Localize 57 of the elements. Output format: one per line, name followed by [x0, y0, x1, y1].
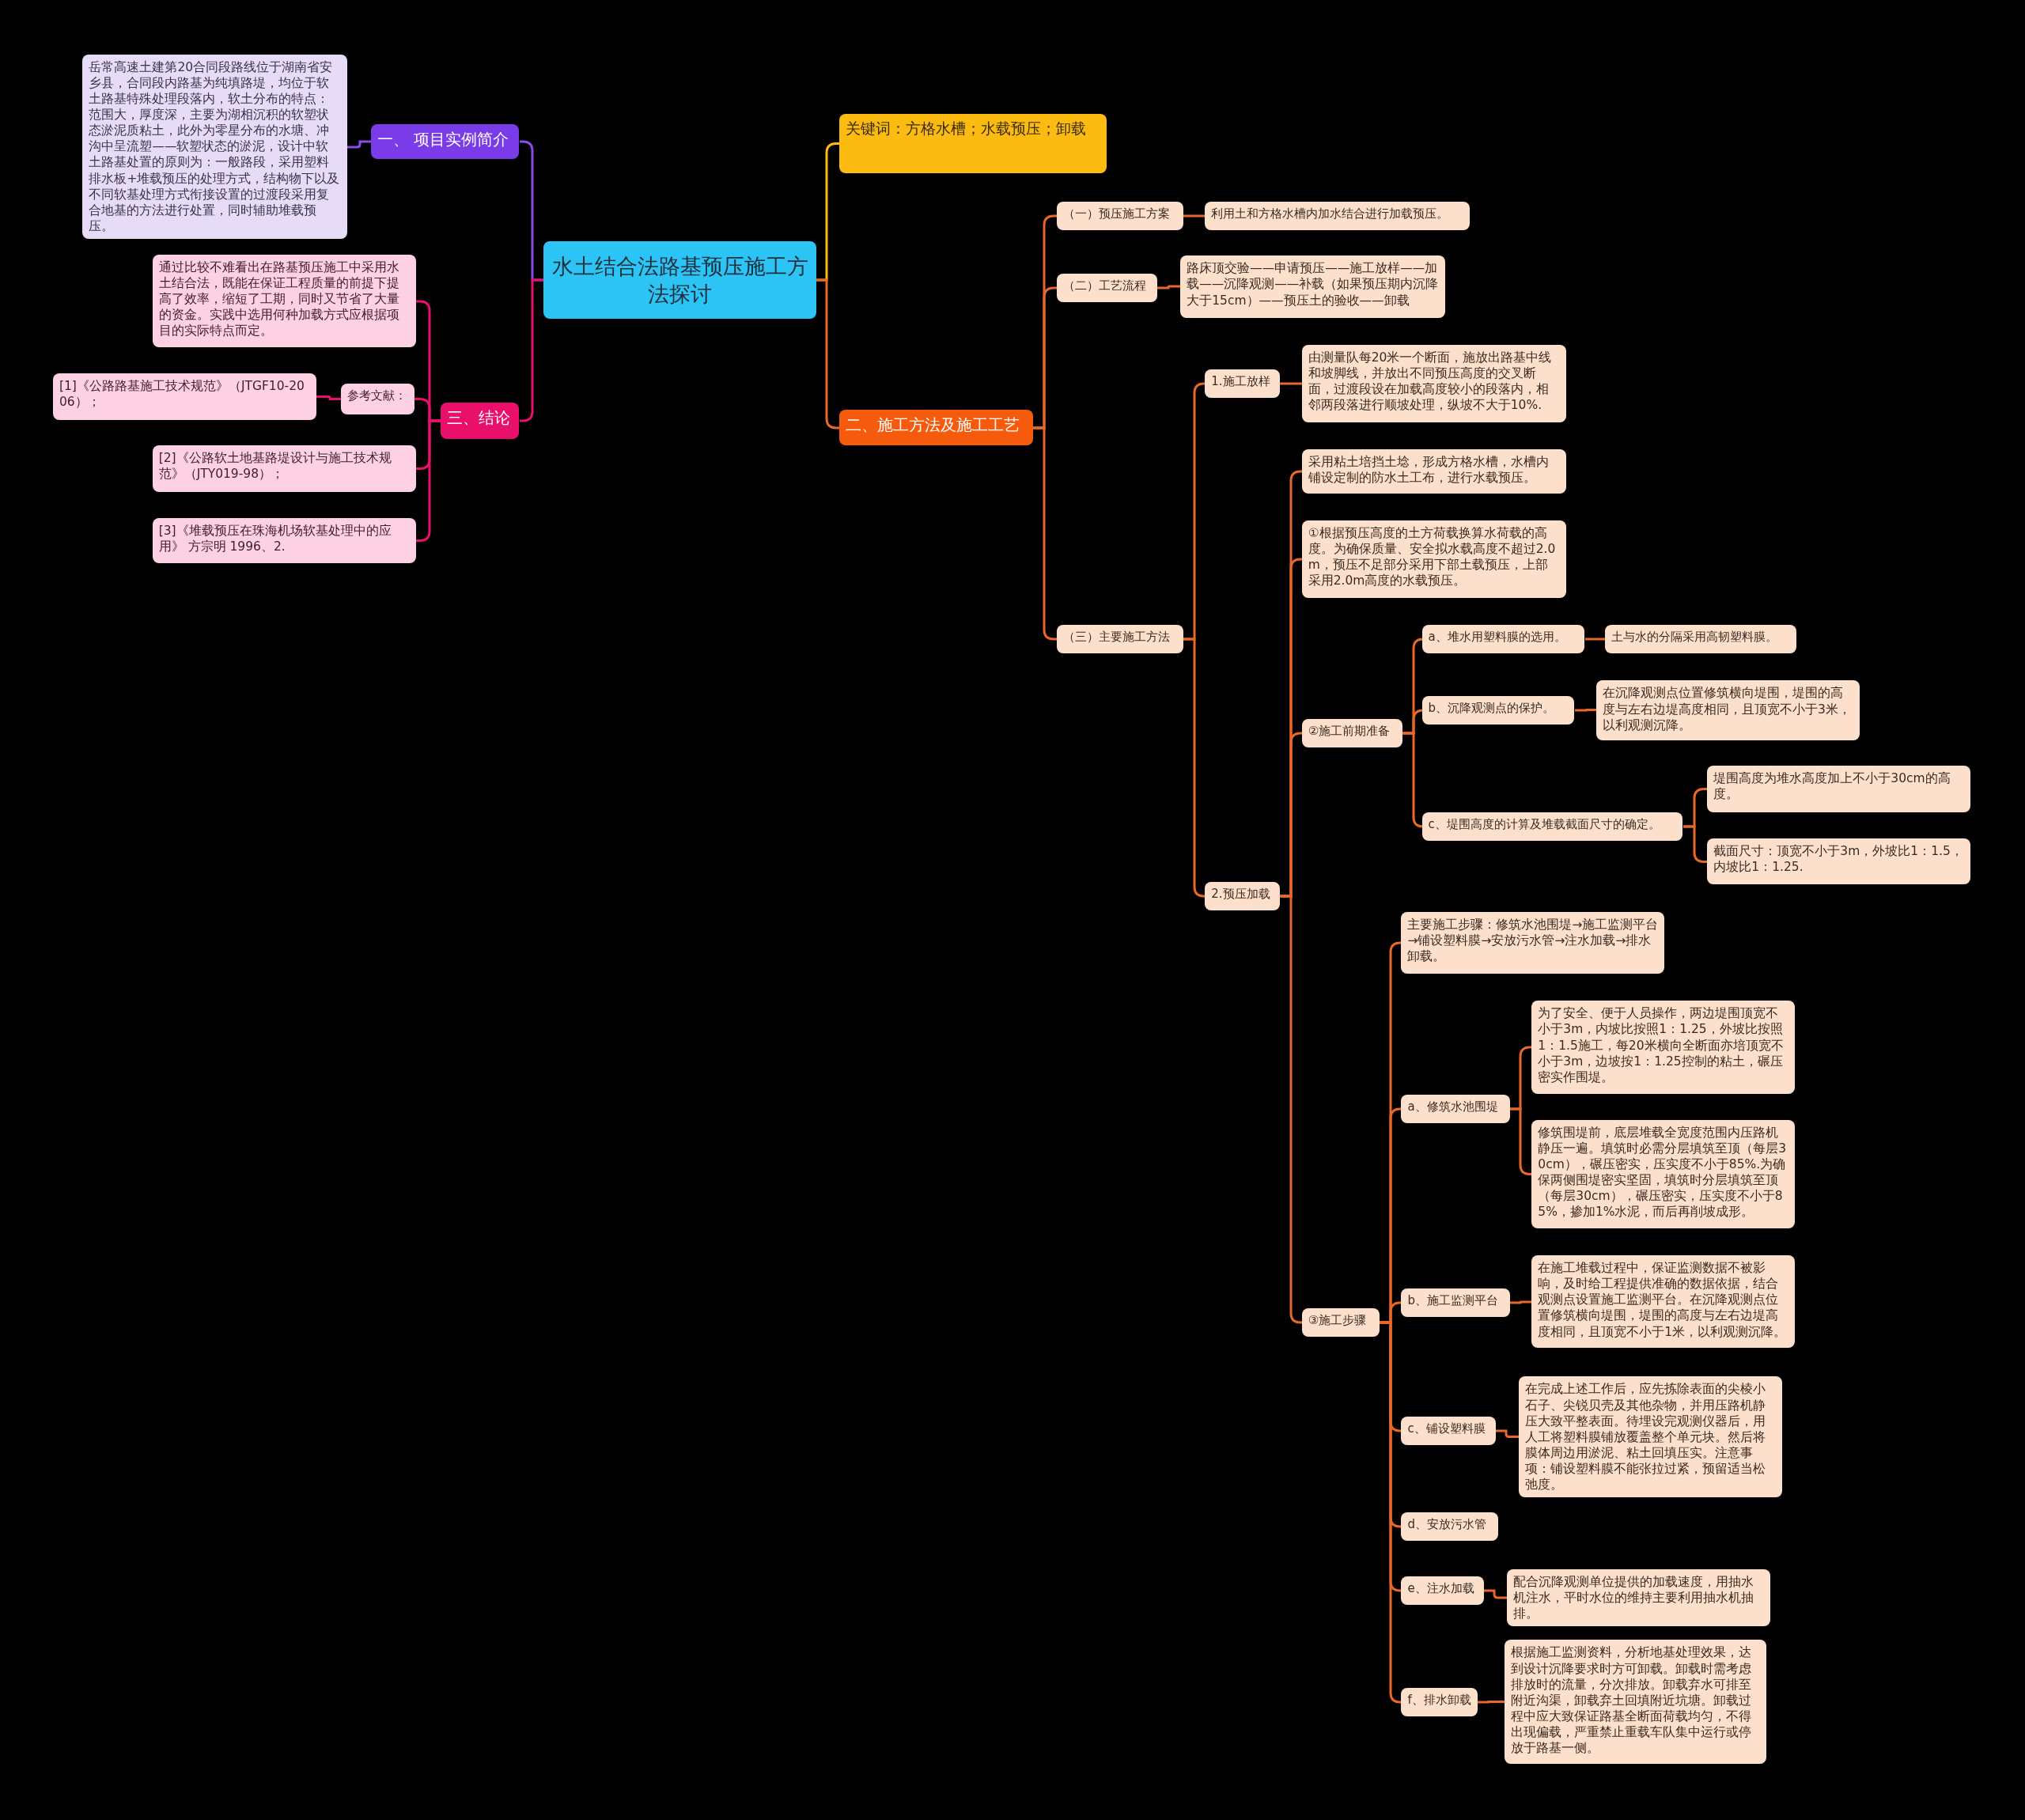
topic-box: 在完成上述工作后，应先拣除表面的尖棱小石子、尖锐贝壳及其他杂物，并用压路机静压大致平整表面。待埋设完观测仪器后，用人工将塑料膜铺放覆盖整个单元块。然后将膜体周边用淤泥、粘土回填压实。注意事项：铺设塑料膜不能张拉过紧，预留适当松弛度。 [1519, 1376, 1783, 1498]
topic-box: 路床顶交验——申请预压——施工放样——加载——沉降观测——补载（如果预压期内沉降大于15cm）——预压土的验收——卸载 [1180, 255, 1445, 318]
connector-line [347, 140, 371, 149]
topic-box: 参考文献： [341, 383, 415, 415]
topic-box: 利用土和方格水槽内加水结合进行加载预压。 [1205, 201, 1470, 230]
topic-box: 主要施工步骤：修筑水池围堤→施工监测平台→铺设塑料膜→安放污水管→注水加载→排水卸载。 [1401, 911, 1665, 974]
topic-box: 土与水的分隔采用高韧塑料膜。 [1605, 625, 1796, 654]
topic-box: 2.预压加载 [1205, 882, 1280, 910]
topic-box: 由测量队每20米一个断面，施放出路基中线和坡脚线，并放出不同预压高度的交叉断面，过渡段设在加载高度较小的段落内，相邻两段落进行顺坡处理，纵坡不大于10%. [1301, 344, 1567, 422]
connector-line [1483, 1589, 1507, 1599]
connector-line [316, 395, 341, 400]
connector-line [1183, 214, 1205, 218]
topic-box: a、堆水用塑料膜的选用。 [1421, 625, 1585, 654]
topic-box: 截面尺寸：顶宽不小于3m，外坡比1：1.5，内坡比1：1.25. [1707, 838, 1971, 885]
topic-box: c、铺设塑料膜 [1401, 1417, 1496, 1445]
topic-box: ③施工步骤 [1301, 1307, 1380, 1337]
connector-line [1509, 1300, 1531, 1304]
connector-line [1477, 1701, 1505, 1704]
connector-line [1683, 825, 1707, 863]
topic-box: ②施工前期准备 [1301, 719, 1403, 748]
topic-box: 1.施工放样 [1205, 369, 1280, 398]
topic-box: 在施工堆载过程中，保证监测数据不被影响，及时给工程提供准确的数据依据，结合观测点设置施工监测平台。在沉降观测点位置修筑横向堤围，堤围的高度与左右边堤高度相同，且顶宽不小于1米，以利观测沉降。 [1531, 1254, 1796, 1349]
topic-box: ①根据预压高度的土方荷载换算水荷载的高度。为确保质量、安全拟水载高度不超过2.0m，预压不足部分采用下部土载预压，上部采用2.0m高度的水载预压。 [1301, 520, 1567, 598]
topic-box: 配合沉降观测单位提供的加载速度，用抽水机注水，平时水位的维持主要利用抽水机抽排。 [1507, 1568, 1771, 1627]
topic-box: e、注水加载 [1401, 1576, 1484, 1606]
topic-box: （二）工艺流程 [1056, 274, 1157, 302]
connector-line [1495, 1429, 1519, 1438]
topic-box: 修筑围堤前，底层堆载全宽度范围内压路机静压一遍。填筑时必需分层填筑至顶（每层30cm），碾压密实，压实度不小于85%.为确保两侧围堤密实坚固，填筑时分层填筑至顶（每层30cm），碾压密实，压实度不小于85%，掺加1%水泥，而后再削坡成形。 [1531, 1119, 1796, 1228]
topic-box: 根据施工监测资料，分析地基处理效果，达到设计沉降要求时方可卸载。卸载时需考虑排放时的流量，分次排放。卸载弃水可排至附近沟渠，卸载弃土回填附近坑塘。卸载过程中应大致保证路基全断面荷载均匀，不得出现偏载，严重禁止重载车队集中运行或停放于路基一侧。 [1505, 1640, 1767, 1765]
branch-topic-box: 二、施工方法及施工工艺 [839, 409, 1034, 446]
topic-box: [1]《公路路基施工技术规范》（JTGF10-2006）； [52, 373, 316, 420]
branch-topic-box: 关键词：方格水槽；水载预压；卸载 [839, 113, 1107, 173]
topic-box: b、沉降观测点的保护。 [1421, 696, 1575, 725]
topic-box: 为了安全、便于人员操作，两边堤围顶宽不小于3m，内坡比按照1：1.25，外坡比按照1：1.5施工，每20米横向全断面亦培顶宽不小于3m，边坡按1：1.25控制的粘土，碾压密实作围堤。 [1531, 1001, 1796, 1094]
connector-line [1183, 638, 1206, 898]
topic-box: [3]《堆载预压在珠海机场软基处理中的应用》 方宗明 1996、2. [152, 517, 416, 563]
topic-box: 采用粘土培挡土埝，形成方格水槽，水槽内铺设定制的防水土工布，进行水载预压。 [1301, 449, 1567, 494]
topic-box: 岳常高速土建第20合同段路线位于湖南省安乡县，合同段内路基为纯填路堤，均位于软土路基特殊处理段落内，软土分布的特点：范围大，厚度深，主要为湖相沉积的软塑状态淤泥质粘土，此外为零星分布的水塘、冲沟中呈流塑——软塑状态的淤泥，设计中软土路基处置的原则为：一般路段，采用塑料排水板+堆载预压的处理方式，结构物下以及不同软基处理方式衔接设置的过渡段采用复合地基的方法进行处置，同时辅助堆载预压。 [82, 54, 348, 240]
central-topic-box: 水土结合法路基预压施工方法探讨 [543, 241, 816, 320]
branch-topic-box: 一、 项目实例简介 [370, 123, 520, 159]
topic-box: （一）预压施工方案 [1056, 201, 1183, 230]
topic-box: f、排水卸载 [1401, 1687, 1478, 1716]
connector-line [1157, 285, 1180, 289]
connector-line [1280, 895, 1303, 1324]
topic-box: b、施工监测平台 [1401, 1288, 1510, 1318]
topic-box: 堤围高度为堆水高度加上不小于30cm的高度。 [1707, 766, 1971, 812]
topic-box: d、安放污水管 [1401, 1512, 1498, 1541]
branch-topic-box: 三、结论 [440, 403, 520, 440]
topic-box: 在沉降观测点位置修筑横向堤围，堤围的高度与左右边堤高度相同，且顶宽不小于3米，以利观测沉降。 [1595, 680, 1860, 740]
topic-box: （三）主要施工方法 [1056, 625, 1183, 654]
topic-box: a、修筑水池围堤 [1401, 1095, 1510, 1124]
topic-box: [2]《公路软土地基路堤设计与施工技术规范》（JTY019-98）； [152, 445, 416, 492]
connector-line [1575, 709, 1596, 712]
connector-line [1280, 382, 1302, 385]
connector-line [1585, 638, 1605, 641]
topic-box: c、堤围高度的计算及堆载截面尺寸的确定。 [1421, 812, 1683, 841]
topic-box: 通过比较不难看出在路基预压施工中采用水土结合法，既能在保证工程质量的前提下提高了效率，缩短了工期，同时又节省了大量的资金。实践中选用何种加载方式应根据项目的实际特点而定。 [152, 254, 416, 348]
